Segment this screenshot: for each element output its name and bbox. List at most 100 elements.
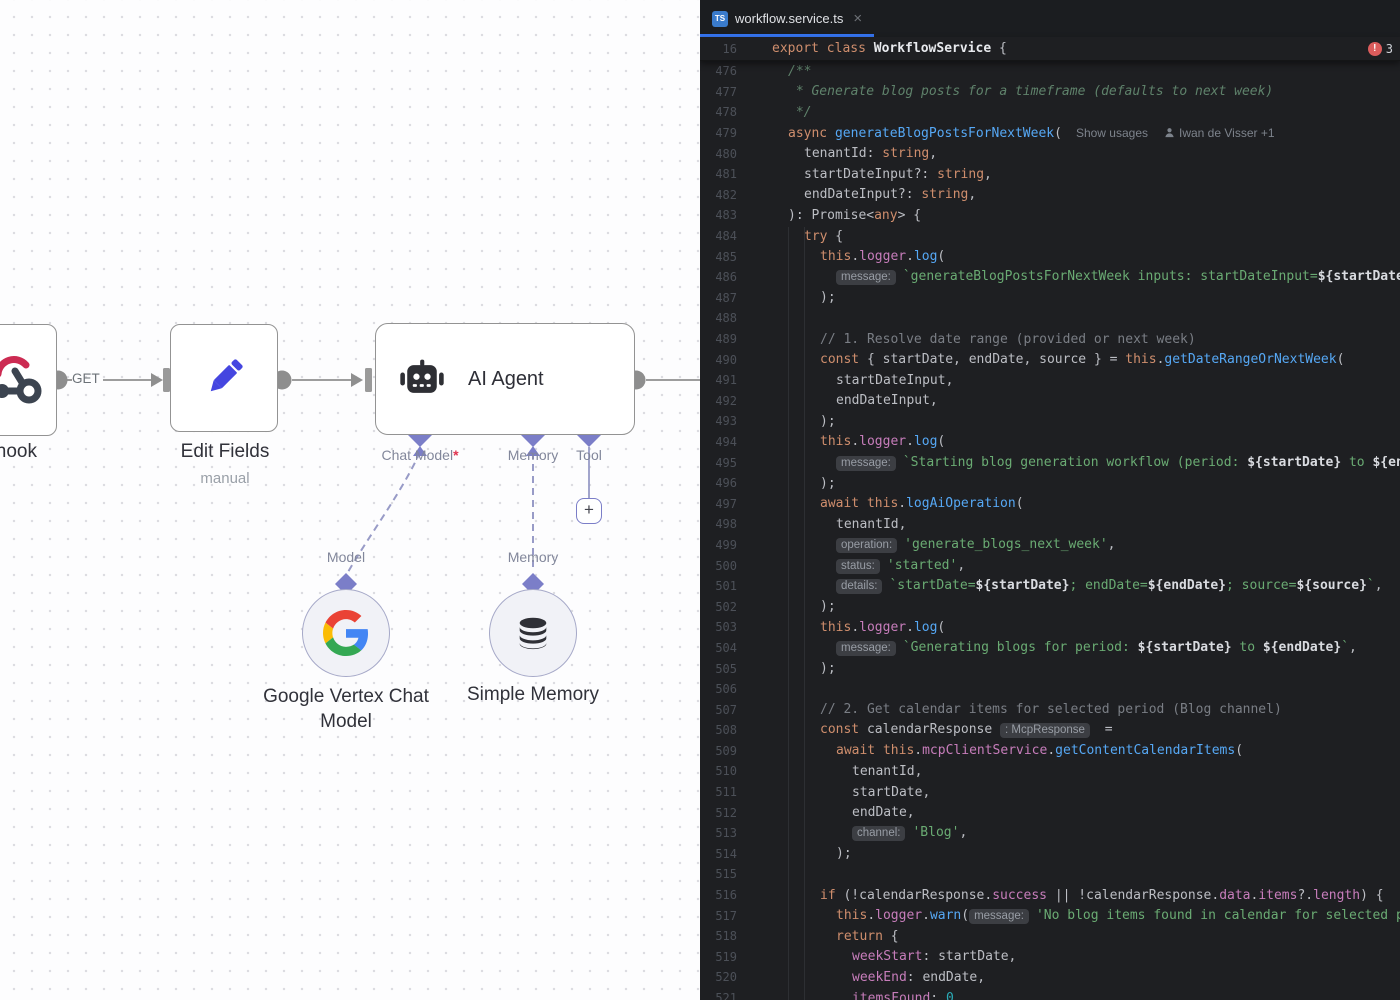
edge-arrowhead bbox=[151, 373, 163, 387]
ai-agent-node[interactable]: AI Agent bbox=[375, 323, 635, 435]
code-line: 488 bbox=[700, 308, 1400, 329]
line-number: 510 bbox=[715, 764, 737, 779]
line-number: 477 bbox=[715, 84, 737, 99]
show-usages-hint[interactable]: Show usages bbox=[1075, 125, 1148, 140]
line-number: 506 bbox=[715, 682, 737, 697]
error-count: 3 bbox=[1385, 41, 1393, 56]
user-icon bbox=[1165, 127, 1174, 137]
edit-fields-label: Edit Fields bbox=[180, 441, 270, 462]
code-line: 506 bbox=[700, 679, 1400, 700]
inlay-hint-chip: : McpResponse bbox=[1000, 723, 1090, 739]
memory-sub-port-label: Memory bbox=[507, 549, 559, 565]
sticky-code-text: export class WorkflowService { bbox=[772, 41, 1007, 56]
line-number: 490 bbox=[715, 352, 737, 367]
line-number: 516 bbox=[715, 888, 737, 903]
simple-memory-node[interactable] bbox=[489, 589, 577, 677]
author-hint[interactable]: Iwan de Visser +1 bbox=[1164, 126, 1275, 140]
inlay-hint-chip: message: bbox=[836, 270, 896, 286]
tab-filename: workflow.service.ts bbox=[735, 11, 844, 26]
ai-agent-label: AI Agent bbox=[468, 367, 544, 390]
google-vertex-node[interactable] bbox=[302, 589, 390, 677]
code-line: 502); bbox=[700, 596, 1400, 617]
inspections-widget[interactable]: ! 3 bbox=[1367, 37, 1393, 60]
line-number: 484 bbox=[715, 229, 737, 244]
code-line: 514); bbox=[700, 844, 1400, 865]
line-number: 500 bbox=[715, 558, 737, 573]
line-number: 480 bbox=[715, 146, 737, 161]
edge-arrowhead bbox=[351, 373, 363, 387]
tab-workflow-service[interactable]: TS workflow.service.ts × bbox=[700, 0, 875, 37]
edit-fields-sublabel: manual bbox=[200, 470, 250, 487]
line-number: 511 bbox=[715, 785, 737, 800]
code-line: 496); bbox=[700, 473, 1400, 494]
code-line: 505); bbox=[700, 658, 1400, 679]
chat-model-port-label: Chat Model* bbox=[381, 447, 459, 463]
line-number: 488 bbox=[715, 311, 737, 326]
line-number: 483 bbox=[715, 208, 737, 223]
line-number: 486 bbox=[715, 270, 737, 285]
close-tab-icon[interactable]: × bbox=[853, 10, 863, 27]
line-number: 504 bbox=[715, 640, 737, 655]
code-line: 476/** bbox=[700, 61, 1400, 82]
line-number: 513 bbox=[715, 826, 737, 841]
line-number: 482 bbox=[715, 187, 737, 202]
code-area[interactable]: 476/**477 * Generate blog posts for a ti… bbox=[700, 61, 1400, 1000]
line-number: 503 bbox=[715, 620, 737, 635]
inlay-hint-chip: status: bbox=[836, 558, 880, 574]
workflow-canvas[interactable]: Webhook GET Edit Fields manual bbox=[0, 0, 700, 1000]
google-logo-icon bbox=[323, 610, 369, 656]
line-number: 478 bbox=[715, 105, 737, 120]
line-number: 479 bbox=[715, 126, 737, 141]
simple-memory-label: Simple Memory bbox=[467, 684, 599, 705]
line-number: 487 bbox=[715, 290, 737, 305]
line-number: 493 bbox=[715, 414, 737, 429]
line-number: 507 bbox=[715, 702, 737, 717]
code-line: 489// 1. Resolve date range (provided or… bbox=[700, 329, 1400, 350]
code-editor[interactable]: TS workflow.service.ts × 16 export class… bbox=[700, 0, 1400, 1000]
inlay-hint-chip: message: bbox=[969, 908, 1029, 924]
line-number: 491 bbox=[715, 373, 737, 388]
robot-icon bbox=[400, 359, 444, 393]
line-number: 476 bbox=[715, 64, 737, 79]
sticky-class-header[interactable]: 16 export class WorkflowService { ! 3 bbox=[700, 37, 1400, 61]
line-number: 494 bbox=[715, 434, 737, 449]
typescript-file-icon: TS bbox=[712, 10, 728, 27]
add-tool-button[interactable]: + bbox=[576, 498, 602, 524]
line-number: 492 bbox=[715, 393, 737, 408]
line-number: 521 bbox=[715, 991, 737, 1000]
line-number: 509 bbox=[715, 743, 737, 758]
indent-guide bbox=[788, 227, 789, 1000]
code-line: 483): Promise<any> { bbox=[700, 205, 1400, 226]
line-number: 520 bbox=[715, 970, 737, 985]
line-number: 489 bbox=[715, 332, 737, 347]
inlay-hint-chip: operation: bbox=[836, 537, 898, 553]
webhook-label: Webhook bbox=[0, 441, 37, 462]
line-number: 512 bbox=[715, 805, 737, 820]
pencil-icon bbox=[210, 359, 243, 392]
required-marker: * bbox=[453, 447, 459, 463]
editor-tab-bar: TS workflow.service.ts × bbox=[700, 0, 1400, 37]
edit-fields-input-port[interactable] bbox=[163, 368, 170, 392]
tool-port-label: Tool bbox=[576, 447, 602, 463]
ai-agent-input-port[interactable] bbox=[365, 368, 372, 392]
code-line: 487); bbox=[700, 288, 1400, 309]
code-line: 478 */ bbox=[700, 102, 1400, 123]
database-icon bbox=[519, 617, 547, 650]
edit-fields-node[interactable] bbox=[170, 324, 278, 432]
